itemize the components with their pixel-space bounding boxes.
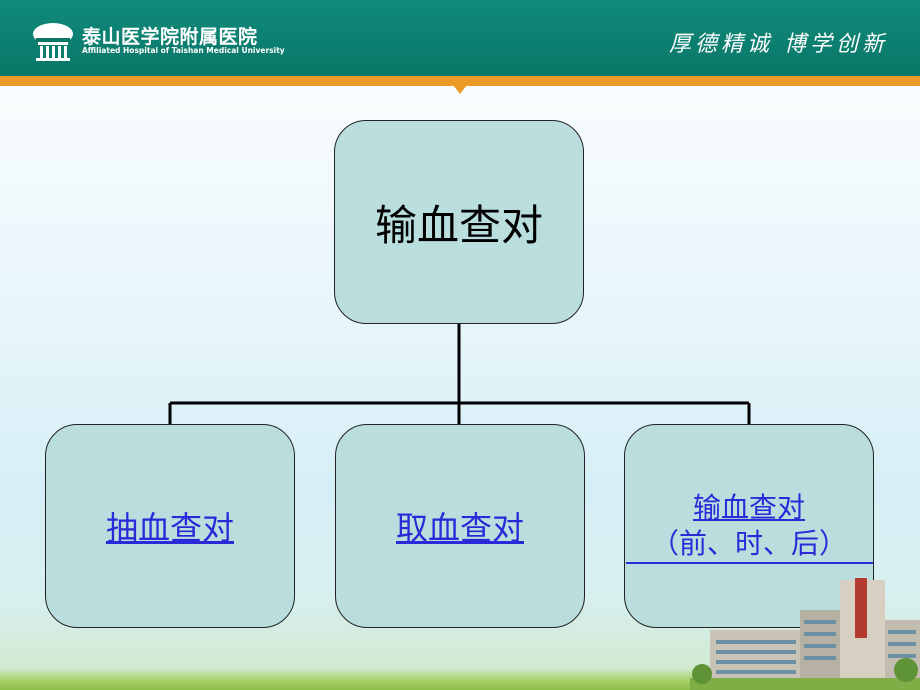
blood-pickup-check-link[interactable]: 取血查对 <box>395 509 524 547</box>
transfusion-check-phases-link[interactable]: （前、时、后） <box>650 527 847 560</box>
child-node-blood-draw: 抽血查对 <box>45 424 295 628</box>
hospital-motto: 厚德精诚 博学创新 <box>669 32 888 57</box>
child-node-blood-pickup: 取血查对 <box>335 424 585 628</box>
accent-notch <box>446 76 474 94</box>
hospital-building-image <box>690 578 920 690</box>
blood-draw-check-link[interactable]: 抽血查对 <box>105 509 234 547</box>
header-band: 泰山医学院附属医院 Affiliated Hospital of Taishan… <box>0 0 920 76</box>
hospital-name-english: Affiliated Hospital of Taishan Medical U… <box>82 46 285 55</box>
root-node-label: 输血查对 <box>374 200 543 250</box>
root-node: 输血查对 <box>334 120 584 324</box>
transfusion-link-underline <box>626 562 873 564</box>
hospital-name: 泰山医学院附属医院 <box>82 26 258 48</box>
hospital-logo-icon <box>33 23 73 61</box>
child-node-transfusion: 输血查对 （前、时、后） <box>624 424 874 628</box>
transfusion-check-link[interactable]: 输血查对 <box>692 491 805 524</box>
